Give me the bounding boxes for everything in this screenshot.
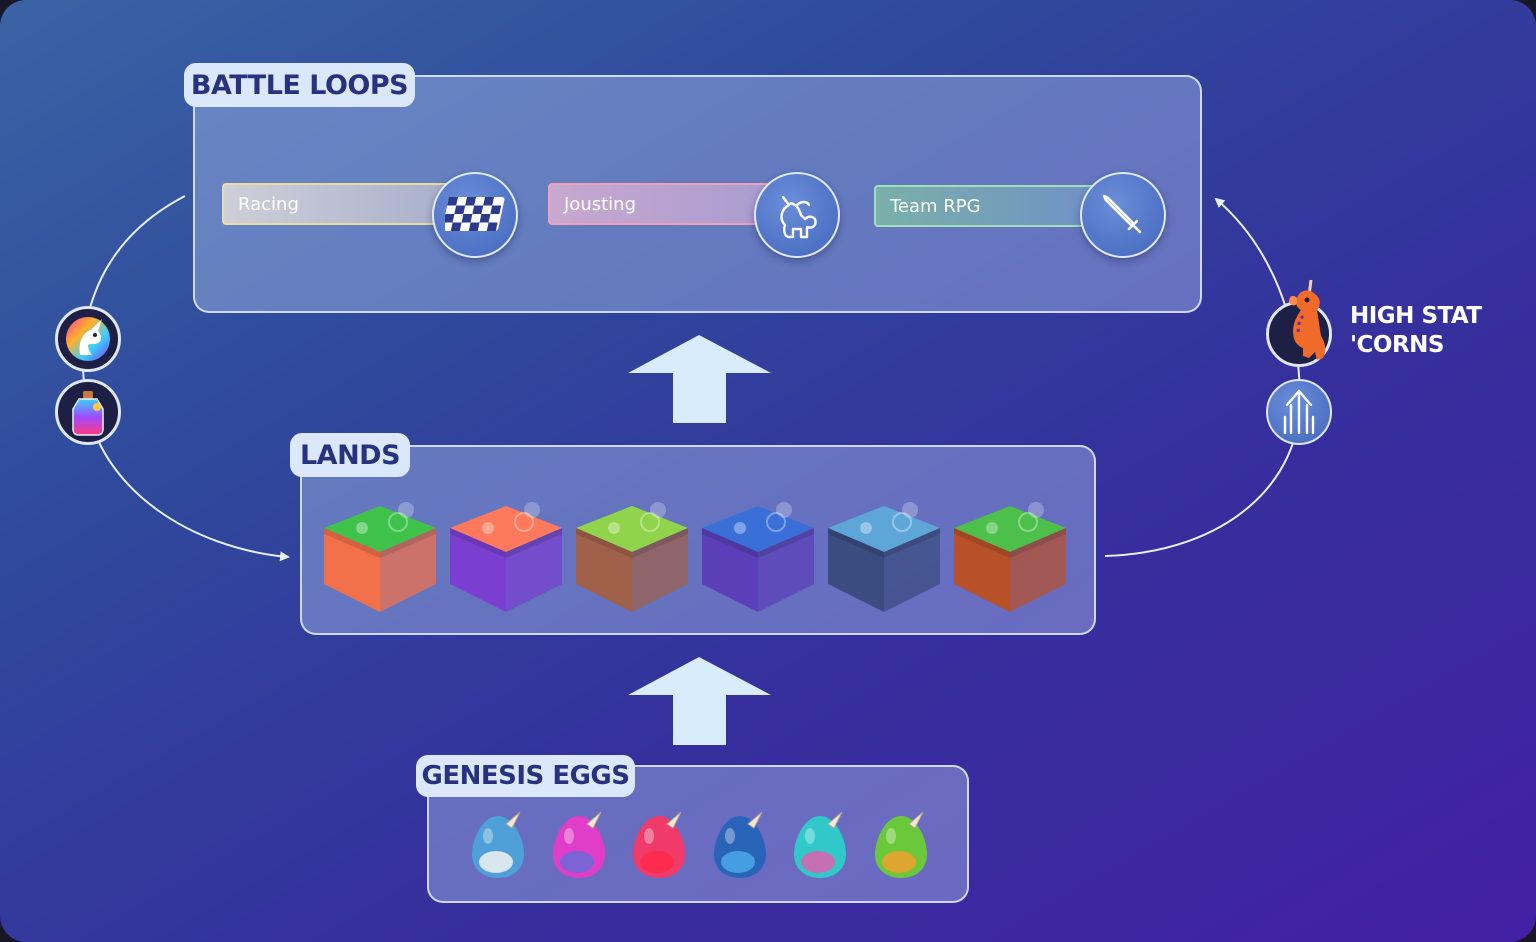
potion-token-badge[interactable] [55,379,121,445]
teal-egg-icon [794,811,846,878]
moon-land-icon [828,502,940,612]
up-arrow-eggs-to-lands [628,657,771,745]
battle-loops-title: BATTLE LOOPS [184,63,415,107]
genesis-eggs-title: GENESIS EGGS [416,755,635,797]
mode-label: Jousting [564,193,636,215]
navy-egg-icon [713,811,766,878]
upgrade-arrows-icon [1283,389,1315,435]
red-egg-icon [633,811,685,878]
unicorn-token-badge[interactable] [55,306,121,372]
mode-label: Team RPG [890,195,981,217]
mode-bar-racing[interactable]: Racing [222,183,452,225]
jungle-land-icon [954,502,1066,612]
sword-icon [1102,194,1142,234]
mode-bar-team-rpg[interactable]: Team RPG [874,185,1104,227]
checkered-flag-icon [445,197,505,231]
purple-egg-icon [552,811,605,878]
jousting-badge[interactable] [754,172,840,258]
team-rpg-badge[interactable] [1080,172,1166,258]
racing-badge[interactable] [432,172,518,258]
stat-upgrade-badge[interactable] [1266,379,1332,445]
label-line-2: 'CORNS [1350,332,1445,358]
unicorn-head-icon [66,317,110,361]
blue-egg-icon [472,811,524,878]
unicorn-icon [780,195,817,239]
label-line-1: HIGH STAT [1350,303,1482,329]
meadow-land-icon [576,502,688,612]
mode-label: Racing [238,193,299,215]
lands-title: LANDS [290,433,410,477]
green-egg-icon [874,811,927,878]
high-stat-corns-label: HIGH STAT 'CORNS [1350,302,1510,360]
heart-land-icon [450,502,562,612]
crystal-land-icon [702,502,814,612]
orange-unicorn-icon [1289,279,1326,360]
up-arrow-lands-to-battle [628,335,771,423]
potion-bottle-icon [72,391,104,436]
rainbow-land-icon [324,502,436,612]
high-stat-corn-badge[interactable] [1266,279,1332,367]
mode-bar-jousting[interactable]: Jousting [548,183,776,225]
